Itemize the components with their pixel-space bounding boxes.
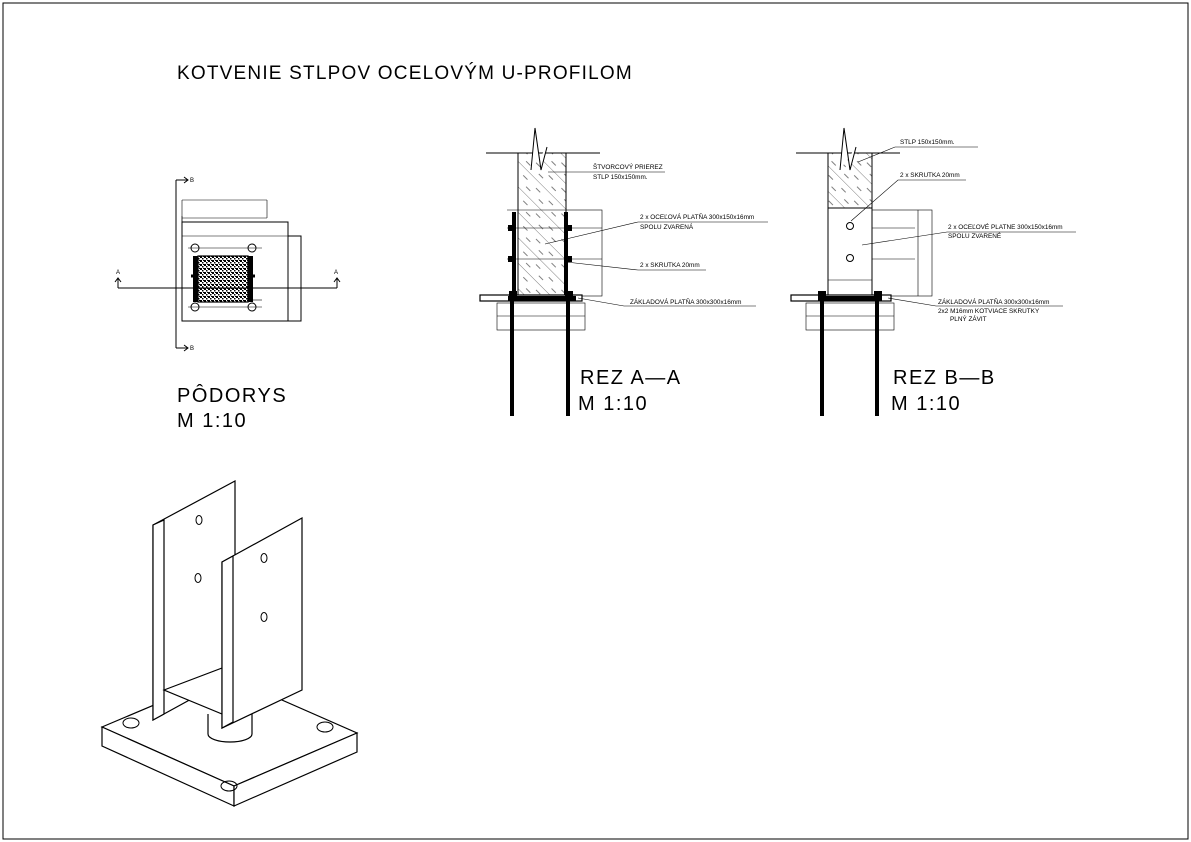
bb-bolt-upper: [846, 222, 854, 230]
aa-view-scale: M 1:10: [578, 393, 648, 415]
aa-plate-outline: [565, 209, 603, 297]
plan-view: B B A A PÔDORYS M 1:10: [114, 176, 341, 432]
iso-u-left-plate-edge: [152, 519, 165, 722]
plan-section-b-top-arrowhead: [183, 176, 189, 184]
section-bb-view: STLP 150x150mm. 2 x SKRUTKA 20mm 2 x OCE…: [790, 127, 1076, 416]
plan-section-b-bottom-label: B: [190, 346, 194, 352]
iso-stub-tube: [207, 714, 253, 743]
bb-label-plates-2: SPOLU ZVARENÉ: [948, 231, 1001, 240]
bb-base-plate-nut-left: [818, 291, 826, 296]
plan-section-a-left-arrowhead: [114, 277, 122, 283]
aa-label-cross-section-1: ŠTVORCOVÝ PRIEREZ: [593, 162, 663, 171]
iso-u-right-plate-edge: [221, 554, 234, 730]
plan-section-a-right-arrowhead: [333, 277, 341, 283]
bb-base-plate-nut-right: [874, 291, 882, 296]
plan-section-b-top-label: B: [190, 178, 194, 184]
bb-label-screws: 2 x SKRUTKA 20mm: [900, 172, 960, 179]
aa-label-base-plate: ZÁKLADOVÁ PLATŇA 300x300x16mm: [630, 297, 741, 306]
iso-base-plate-front-right: [233, 732, 358, 807]
bb-view-scale: M 1:10: [891, 393, 961, 415]
section-aa-view: ŠTVORCOVÝ PRIEREZ STLP 150x150mm. 2 x OC…: [479, 127, 768, 416]
plan-u-plate-right: [248, 256, 253, 302]
iso-base-hole-right: [316, 721, 334, 733]
aa-bolt-upper-left: [508, 225, 516, 231]
bb-label-anchors-2: PLNÝ ZÁVIT: [950, 314, 987, 323]
bb-label-plates-1: 2 x OCEĽOVÉ PLATNE 300x150x16mm: [948, 222, 1063, 231]
plan-post-section: [197, 255, 249, 303]
aa-post: [517, 152, 567, 297]
plan-view-scale: M 1:10: [177, 410, 247, 432]
bb-bolt-lower: [846, 254, 854, 262]
plan-u-plate-left: [193, 256, 198, 302]
bb-leader-plates: [861, 231, 1076, 246]
aa-bolt-lower-right: [564, 256, 572, 262]
aa-view-name: REZ A—A: [580, 367, 682, 389]
bb-leader-post: [857, 146, 978, 163]
bb-base-plate-solid: [818, 296, 882, 301]
aa-leader-base-plate: [577, 297, 756, 307]
iso-base-hole-front: [220, 780, 238, 792]
aa-base-plate-solid: [508, 296, 576, 301]
plan-section-a-right-label: A: [334, 270, 338, 276]
bb-break-symbol: [839, 127, 857, 171]
aa-bolt-upper-right: [564, 225, 572, 231]
iso-plate-hole-3: [260, 553, 268, 563]
bb-foundation: [805, 302, 895, 331]
aa-base-plate-nut-left: [509, 291, 517, 296]
bb-label-post: STLP 150x150mm.: [900, 139, 955, 146]
isometric-view: [100, 479, 359, 807]
plan-section-a-left-label: A: [116, 270, 120, 276]
iso-plate-hole-1: [195, 515, 203, 525]
drawing-title: KOTVENIE STLPOV OCELOVÝM U-PROFILOM: [177, 63, 633, 84]
aa-base-plate-nut-right: [565, 291, 573, 296]
iso-plate-hole-2: [194, 573, 202, 583]
aa-label-plates-2: SPOLU ZVARENÁ: [640, 222, 694, 231]
aa-leader-screws: [565, 261, 706, 271]
aa-break-symbol: [530, 127, 548, 171]
aa-leader-plates: [544, 221, 768, 245]
aa-label-cross-section-2: STLP 150x150mm.: [593, 174, 648, 181]
plan-base-plate-edge: [287, 235, 302, 322]
iso-base-hole-left: [122, 717, 140, 729]
plan-view-name: PÔDORYS: [177, 384, 287, 407]
aa-bolt-lower-left: [508, 256, 516, 262]
iso-plate-hole-4: [260, 612, 268, 622]
plan-section-b-bottom-arrowhead: [183, 344, 189, 352]
bb-leader-base-plate: [887, 297, 1063, 307]
bb-leader-screws: [850, 179, 966, 222]
aa-label-plates-1: 2 x OCEĽOVÁ PLATŇA 300x150x16mm: [640, 212, 754, 221]
aa-foundation: [496, 302, 586, 331]
bb-plate-outline: [871, 209, 933, 297]
aa-label-screws: 2 x SKRUTKA 20mm: [640, 262, 700, 269]
bb-label-base-plate: ZÁKLADOVÁ PLATŇA 300x300x16mm: [938, 297, 1049, 306]
bb-view-name: REZ B—B: [893, 367, 996, 389]
bb-label-anchors-1: 2x2 M16mm KOTVIACE SKRUTKY: [938, 308, 1040, 315]
